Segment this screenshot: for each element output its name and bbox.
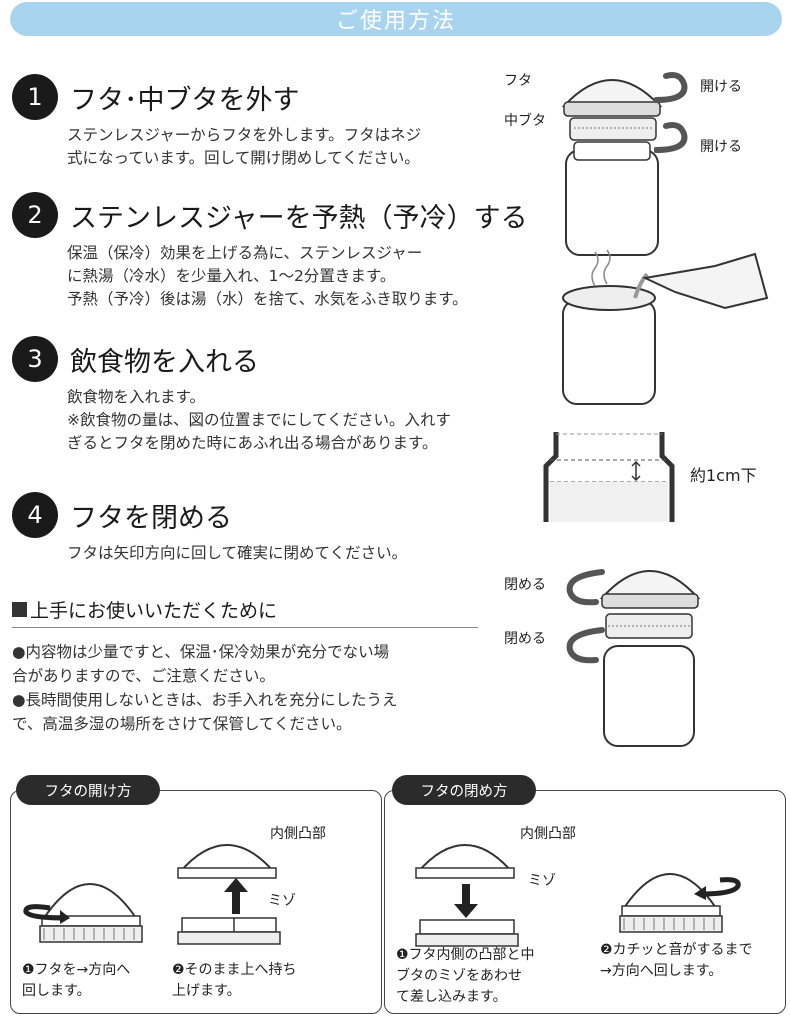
close-caption-1: ❶フタ内側の凸部と中 ブタのミゾをあわせ て差し込みます。 <box>396 947 535 1005</box>
section-header: ご使用方法 <box>10 2 782 36</box>
jar-close-illustration <box>566 569 701 747</box>
open-caption-2: ❷そのまま上へ持ち 上げます。 <box>172 962 297 999</box>
protrusion-label: 内側凸部 <box>270 826 326 842</box>
step-body: 保温（保冷）効果を上げる為に、ステンレスジャー に熱湯（冷水）を少量入れ、1～2… <box>67 244 468 308</box>
tips-divider <box>12 627 478 628</box>
step-title: 飲食物を入れる <box>70 347 259 378</box>
close-groove-label: ミゾ <box>528 873 556 889</box>
close-label-1: 閉める <box>504 577 546 593</box>
inner-lid-label: 中ブタ <box>504 113 546 129</box>
close-label-2: 閉める <box>504 631 546 647</box>
step-number: 1 <box>12 74 58 120</box>
close-step1-illustration <box>415 844 519 947</box>
square-bullet-icon <box>12 602 27 617</box>
open-label-1: 開ける <box>700 79 742 95</box>
step-title: フタ･中ブタを外す <box>70 85 300 116</box>
step-title: フタを閉める <box>70 503 232 534</box>
tips-heading: 上手にお使いいただくために <box>12 596 277 623</box>
close-lid-tab: フタの閉め方 <box>392 775 536 805</box>
fill-level-illustration <box>543 432 675 522</box>
step-body: フタは矢印方向に回して確実に閉めてください。 <box>67 544 408 562</box>
close-caption-2: ❷カチッと音がするまで →方向へ回します。 <box>600 942 753 979</box>
tips-body: ●内容物は少量ですと、保温･保冷効果が充分でない場 合がありますので、ご注意くだ… <box>12 643 398 733</box>
lid-label: フタ <box>504 73 532 89</box>
step-number: 2 <box>12 192 58 238</box>
close-lid-panel <box>384 790 786 1014</box>
step-number: 3 <box>12 336 58 382</box>
close-protrusion-label: 内側凸部 <box>520 826 576 842</box>
open-caption-1: ❶フタを→方向へ 回します。 <box>22 962 131 999</box>
step-body: ステンレスジャーからフタを外します。フタはネジ 式になっています。回して開け閉め… <box>67 126 422 167</box>
groove-label: ミゾ <box>268 893 296 909</box>
step-body: 飲食物を入れます。 ※飲食物の量は、図の位置までにしてください。入れす ぎるとフ… <box>67 388 452 452</box>
jar-open-illustration <box>561 79 663 256</box>
level-label: 約1cm下 <box>690 466 757 485</box>
section-title: ご使用方法 <box>335 9 456 34</box>
open-step1-illustration <box>23 883 143 943</box>
open-lid-tab: フタの開け方 <box>16 775 160 805</box>
open-label-2: 開ける <box>700 139 742 155</box>
open-step2-illustration <box>177 844 281 945</box>
rotate-arrow-icon <box>654 72 688 153</box>
jar-preheat-illustration <box>562 249 769 405</box>
step-number: 4 <box>12 492 58 538</box>
close-step2-illustration <box>619 873 741 933</box>
step-title: ステンレスジャーを予熱（予冷）する <box>70 203 528 234</box>
